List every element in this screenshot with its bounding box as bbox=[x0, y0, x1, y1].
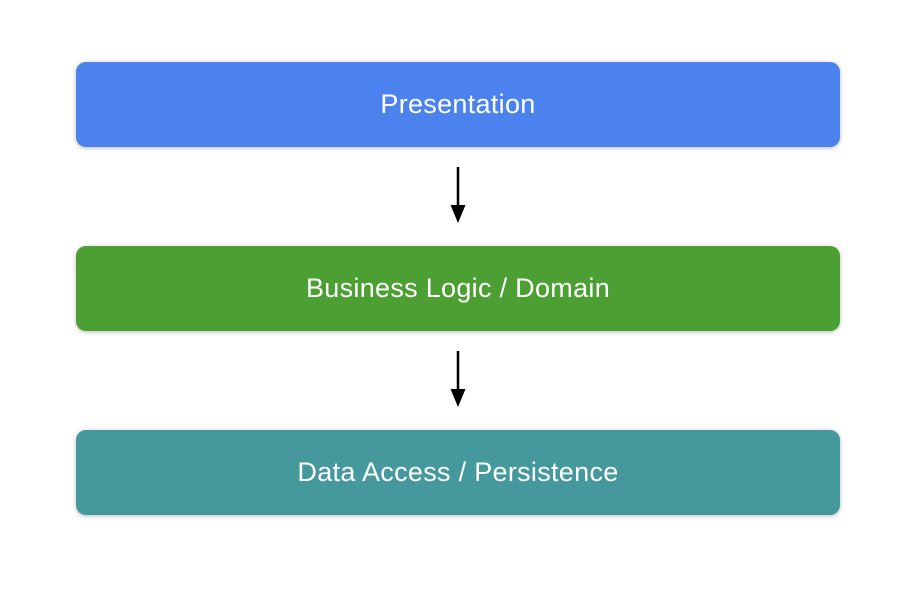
layer-label-presentation: Presentation bbox=[380, 89, 536, 119]
down-arrow-icon bbox=[450, 167, 466, 223]
layer-stack: Presentation Business Logic / Domain Dat… bbox=[0, 62, 916, 515]
layer-box-presentation: Presentation bbox=[76, 62, 840, 147]
down-arrow-icon bbox=[450, 351, 466, 407]
layer-label-data-access: Data Access / Persistence bbox=[297, 457, 619, 487]
layer-box-business-logic: Business Logic / Domain bbox=[76, 246, 840, 331]
layer-box-data-access: Data Access / Persistence bbox=[76, 430, 840, 515]
layer-label-business-logic: Business Logic / Domain bbox=[305, 273, 611, 303]
